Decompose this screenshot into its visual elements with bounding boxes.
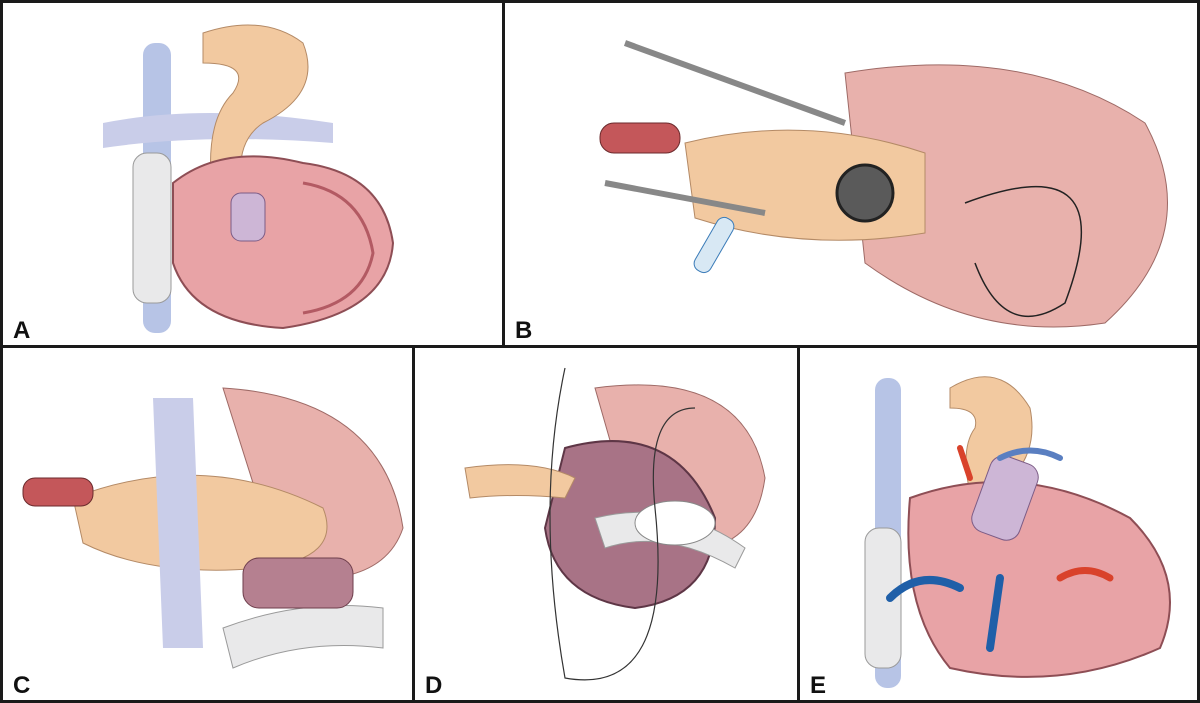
aortic-stump-shape <box>599 122 681 154</box>
heart-shape <box>172 155 395 330</box>
divider-vertical-top <box>502 3 505 346</box>
panel-d: D <box>415 348 797 700</box>
aortic-patch-shape <box>464 464 576 499</box>
heart-shape <box>907 481 1171 678</box>
valve-ring-shape <box>634 500 716 546</box>
suture-line <box>549 367 696 681</box>
panel-c-illustration <box>22 387 404 669</box>
divider-horizontal <box>3 345 1197 348</box>
conduit-shape <box>971 455 1039 541</box>
panel-e-illustration <box>864 376 1171 688</box>
valve-prosthesis-shape <box>835 163 895 223</box>
flow-arrow-blue-2 <box>986 574 1004 652</box>
surgical-instrument-1 <box>623 40 847 126</box>
aorta-shape <box>202 24 309 199</box>
divider-vertical-bottom-2 <box>797 348 800 700</box>
graft-shape <box>222 605 384 669</box>
aortic-stump-shape <box>22 477 94 507</box>
panel-label-d: D <box>425 672 443 699</box>
valve-conduit-shape <box>230 192 266 242</box>
graft-shape <box>132 152 172 304</box>
panel-a-illustration <box>103 24 395 333</box>
surgical-instrument-2 <box>604 180 766 216</box>
vessel-shape <box>153 398 203 648</box>
ventricle-wall <box>302 181 375 315</box>
panel-a: A <box>3 3 502 345</box>
heart-surface-shape <box>844 64 1168 328</box>
suture-line <box>964 185 1083 318</box>
panel-b-illustration <box>599 40 1168 328</box>
flow-arrow-red-2 <box>957 445 973 481</box>
flow-arrow-red-1 <box>1056 567 1114 582</box>
panel-label-a: A <box>13 317 31 344</box>
graft-shape <box>864 527 902 669</box>
panel-d-illustration <box>464 367 766 681</box>
flow-arrow-blue-3 <box>997 447 1063 461</box>
panel-b: B <box>505 3 1197 345</box>
panel-c: C <box>3 348 412 700</box>
panel-label-e: E <box>810 672 827 699</box>
panel-label-b: B <box>515 317 533 344</box>
flow-arrow-blue-1 <box>886 576 964 602</box>
divider-vertical-bottom-1 <box>412 348 415 700</box>
panel-e: E <box>800 348 1197 700</box>
panel-label-c: C <box>13 672 31 699</box>
cannula-shape <box>693 216 735 274</box>
ventricle-shape <box>242 557 354 609</box>
